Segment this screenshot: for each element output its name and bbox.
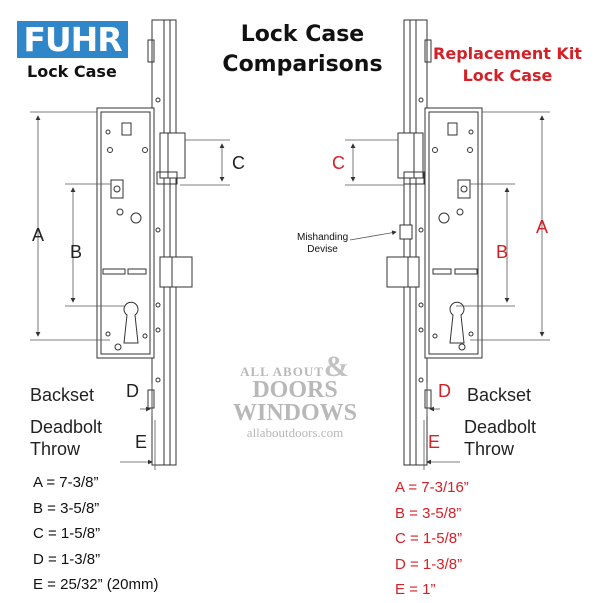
left-label-throw: Throw: [30, 439, 81, 459]
left-spec-b: B = 3-5/8”: [33, 499, 100, 517]
right-spec-d: D = 1-3/8”: [395, 555, 463, 573]
left-label-deadbolt: Deadbolt: [30, 417, 103, 437]
replacement-title: Replacement Kit Lock Case: [430, 43, 585, 87]
right-label-throw: Throw: [464, 439, 515, 459]
watermark-amp: &: [323, 350, 350, 383]
left-label-a: A: [32, 225, 45, 245]
right-label-c: C: [332, 153, 345, 173]
left-label-b: B: [70, 242, 83, 262]
left-label-c: C: [232, 153, 245, 173]
replacement-title-line-1: Replacement Kit: [433, 44, 582, 63]
page-title: Lock Case Comparisons: [200, 20, 405, 80]
mishanding-line-1: Mishanding: [297, 232, 349, 243]
right-label-backset: Backset: [467, 385, 532, 405]
watermark-line-4: allaboutdoors.com: [246, 425, 344, 440]
right-label-deadbolt-throw: Deadbolt Throw: [464, 416, 536, 460]
left-spec-e: E = 25/32” (20mm): [33, 576, 159, 593]
left-spec-d: D = 1-3/8”: [33, 550, 101, 568]
right-label-e: E: [428, 432, 441, 452]
mishanding-label: Mishanding Devise: [297, 232, 348, 256]
title-line-2: Comparisons: [222, 52, 383, 77]
right-spec-e: E = 1”: [395, 581, 436, 598]
right-spec-b: B = 3-5/8”: [395, 504, 462, 522]
fuhr-logo: FUHR: [17, 21, 128, 58]
right-spec-a: A = 7-3/16”: [395, 479, 469, 496]
watermark-line-2: DOORS: [252, 377, 338, 403]
mishanding-line-2: Devise: [307, 244, 338, 255]
left-label-e: E: [135, 432, 148, 452]
left-dimension-lines: [30, 111, 230, 470]
right-label-a: A: [536, 217, 549, 237]
left-spec-c: C = 1-5/8”: [33, 525, 101, 542]
watermark-line-1: ALL ABOUT&: [240, 350, 350, 383]
watermark: ALL ABOUT& DOORS WINDOWS allaboutdoors.c…: [215, 350, 375, 441]
right-dimension-lines: [345, 111, 550, 470]
right-spec-c: C = 1-5/8”: [395, 530, 463, 547]
replacement-title-line-2: Lock Case: [462, 66, 553, 85]
left-subtitle: Lock Case: [27, 62, 117, 81]
left-label-d: D: [126, 381, 139, 401]
right-lock-case: [386, 19, 483, 466]
title-line-1: Lock Case: [240, 22, 365, 47]
left-spec-a: A = 7-3/8”: [33, 474, 99, 491]
left-lock-case: [96, 19, 193, 466]
left-label-deadbolt-throw: Deadbolt Throw: [30, 416, 102, 460]
left-label-backset: Backset: [30, 385, 95, 405]
right-specs: A = 7-3/16” B = 3-5/8” C = 1-5/8” D = 1-…: [395, 475, 469, 603]
watermark-line-3: WINDOWS: [232, 400, 358, 426]
right-label-d: D: [438, 381, 451, 401]
left-specs: A = 7-3/8” B = 3-5/8” C = 1-5/8” D = 1-3…: [33, 470, 158, 598]
right-label-deadbolt: Deadbolt: [464, 417, 537, 437]
right-label-b: B: [496, 242, 509, 262]
